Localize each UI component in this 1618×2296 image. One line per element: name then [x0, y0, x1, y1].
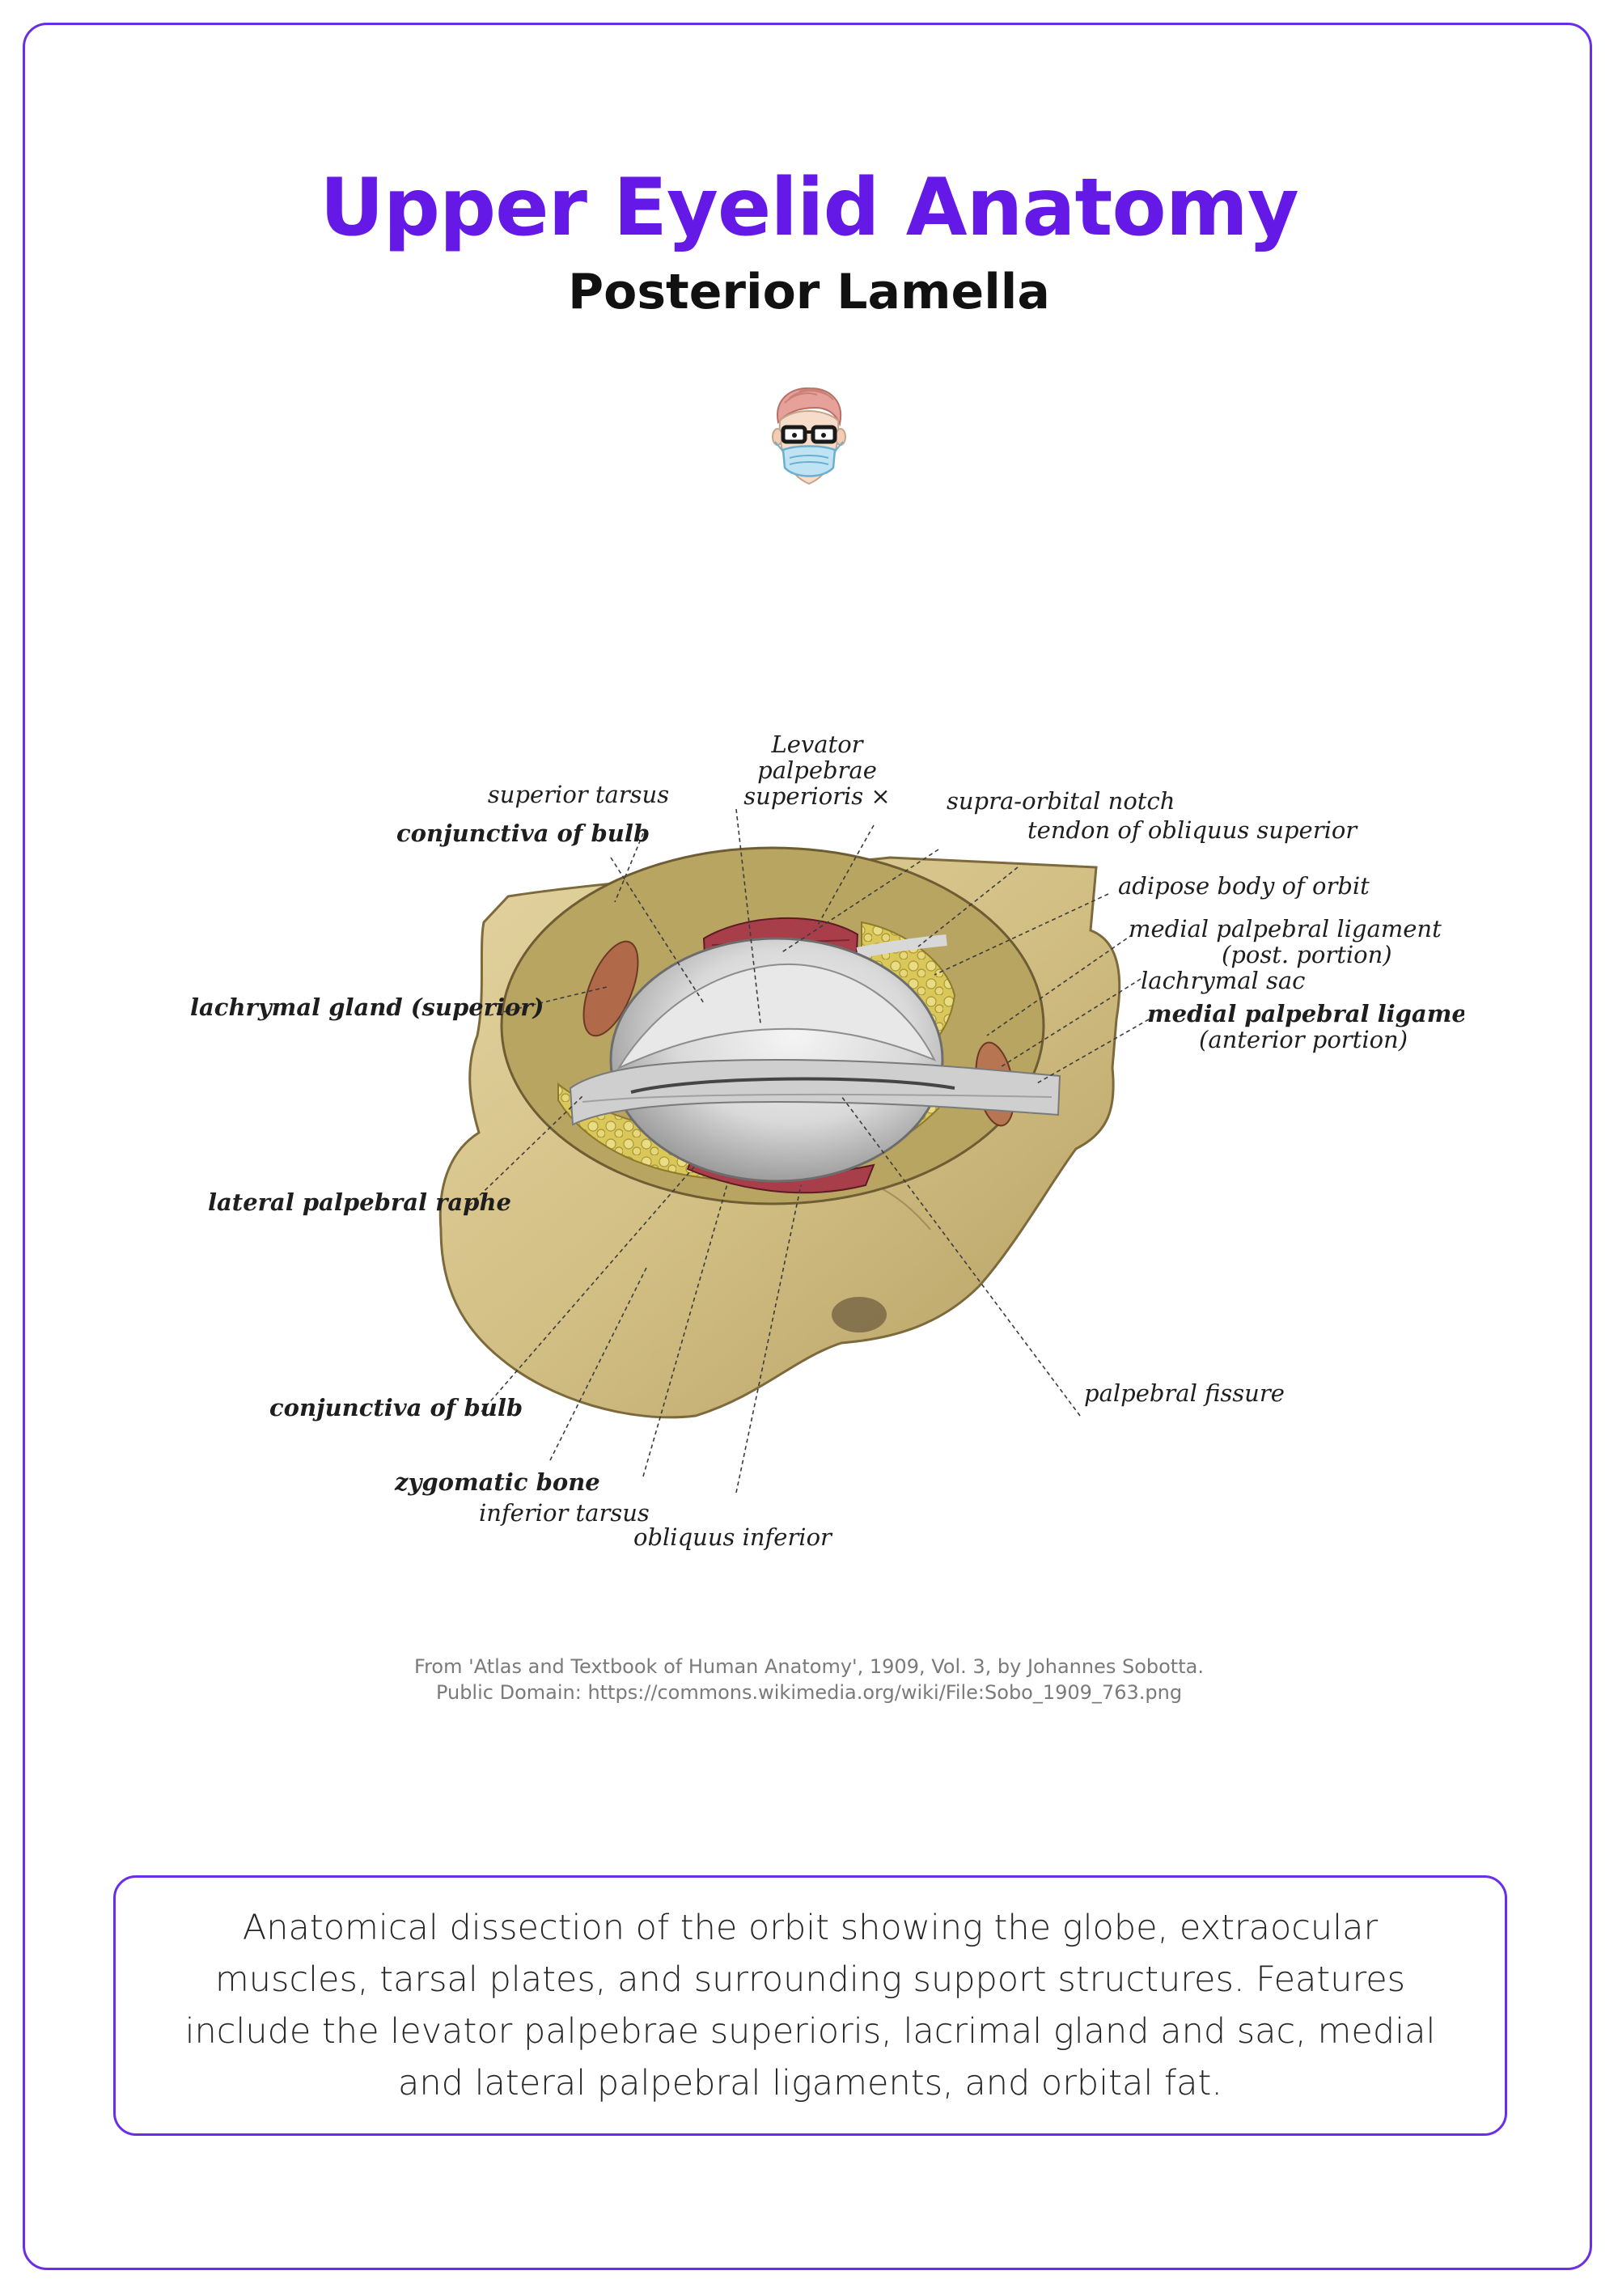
- figure-credit-line2: Public Domain: https://commons.wikimedia…: [435, 1681, 1183, 1704]
- label-levator-line1: Levator: [770, 731, 864, 758]
- page-subtitle: Posterior Lamella: [568, 264, 1050, 320]
- label-lateral-palpebral-raphe: lateral palpebral raphe: [208, 1188, 511, 1216]
- leader-lines: [468, 808, 1150, 1493]
- label-medial-lig-ant-1: medial palpebral ligament: [1147, 1000, 1464, 1027]
- palpebral-ligament-band: [569, 1058, 1061, 1126]
- label-lachrymal-gland: lachrymal gland (superior): [190, 993, 544, 1021]
- figure-credit-line1: From 'Atlas and Textbook of Human Anatom…: [414, 1655, 1204, 1678]
- label-levator-line3: superioris ×: [743, 782, 890, 810]
- label-conjunctiva-of-bulb-bottom: conjunctiva of bulb: [269, 1394, 523, 1421]
- label-supra-orbital-notch: supra-orbital notch: [947, 787, 1175, 815]
- label-levator-line2: palpebrae: [757, 756, 877, 784]
- description-text: Anatomical dissection of the orbit showi…: [184, 1908, 1436, 2103]
- label-medial-lig-post-1: medial palpebral ligament: [1129, 915, 1442, 943]
- palpebral-fissure: [630, 1077, 955, 1094]
- description-box: Anatomical dissection of the orbit showi…: [113, 1875, 1507, 2136]
- superior-tarsus: [616, 963, 937, 1070]
- label-conjunctiva-of-bulb-top: conjunctiva of bulb: [396, 820, 650, 847]
- label-zygomatic-bone: zygomatic bone: [394, 1468, 600, 1496]
- superior-oblique-tendon: [856, 934, 947, 959]
- label-palpebral-fissure: palpebral fissure: [1084, 1379, 1285, 1407]
- orbit-dissection-figure: Levator palpebrae superioris × superior …: [190, 731, 1464, 1551]
- label-adipose-body: adipose body of orbit: [1118, 872, 1370, 900]
- doctor-avatar-icon: [772, 387, 846, 485]
- label-superior-tarsus: superior tarsus: [488, 781, 669, 808]
- label-medial-lig-ant-2: (anterior portion): [1199, 1026, 1408, 1053]
- label-inferior-tarsus: inferior tarsus: [479, 1499, 650, 1527]
- label-obliquus-inferior: obliquus inferior: [633, 1523, 833, 1551]
- label-tendon-obliquus-superior: tendon of obliquus superior: [1027, 816, 1358, 844]
- page-title: Upper Eyelid Anatomy: [320, 162, 1298, 254]
- lacrimal-gland: [582, 940, 639, 1037]
- label-lachrymal-sac: lachrymal sac: [1141, 967, 1305, 994]
- label-medial-lig-post-2: (post. portion): [1222, 941, 1392, 968]
- page-frame: [23, 23, 1592, 2270]
